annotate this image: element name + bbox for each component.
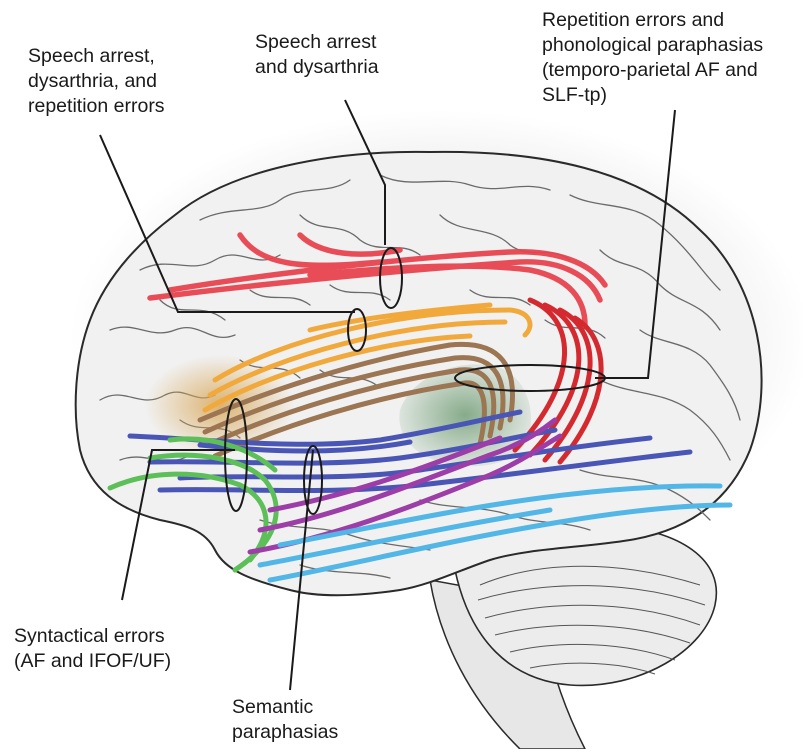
- label-syntactical-errors: Syntactical errors (AF and IFOF/UF): [14, 624, 171, 674]
- label-speech-arrest-dysarthria-repetition: Speech arrest, dysarthria, and repetitio…: [28, 44, 165, 119]
- label-line: and dysarthria: [255, 55, 379, 80]
- label-line: Speech arrest: [255, 30, 379, 55]
- label-line: (temporo-parietal AF and: [542, 58, 763, 83]
- label-line: Speech arrest,: [28, 44, 165, 69]
- label-semantic-paraphasias: Semantic paraphasias: [232, 695, 338, 745]
- label-line: Semantic: [232, 695, 338, 720]
- label-line: SLF-tp): [542, 83, 763, 108]
- label-line: repetition errors: [28, 94, 165, 119]
- label-line: phonological paraphasias: [542, 33, 763, 58]
- label-repetition-phonological: Repetition errors and phonological parap…: [542, 8, 763, 108]
- label-line: Repetition errors and: [542, 8, 763, 33]
- label-line: (AF and IFOF/UF): [14, 649, 171, 674]
- label-line: Syntactical errors: [14, 624, 171, 649]
- label-line: paraphasias: [232, 720, 338, 745]
- label-speech-arrest-dysarthria: Speech arrest and dysarthria: [255, 30, 379, 80]
- label-line: dysarthria, and: [28, 69, 165, 94]
